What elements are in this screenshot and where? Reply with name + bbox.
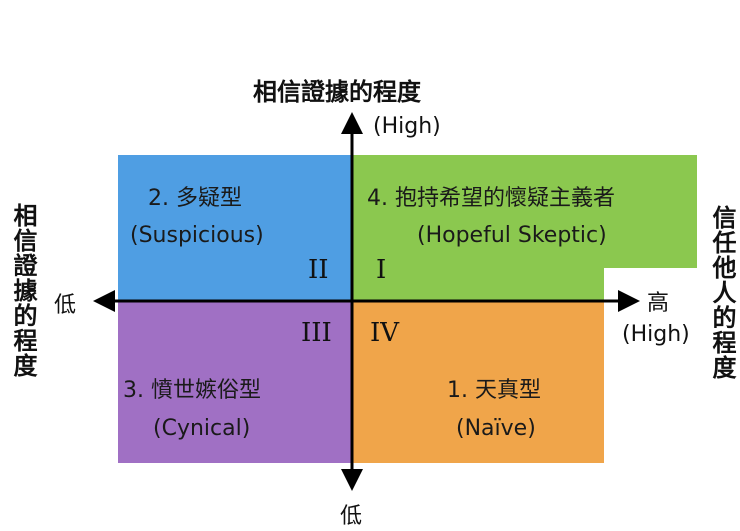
quadrant-i-numeral: I xyxy=(376,255,387,285)
x-axis-low-label: 低 xyxy=(54,293,77,318)
x-axis-high-label: 高 xyxy=(647,291,670,316)
quadrant-ii-name-en: (Suspicious) xyxy=(130,223,264,248)
arrow-right-icon xyxy=(618,290,640,312)
quadrant-ii-numeral: II xyxy=(308,255,329,285)
quadrant-ii-name: 2. 多疑型 xyxy=(148,186,242,211)
y-axis-title: 相信證據的程度 xyxy=(253,78,421,106)
x-axis-high-label-en: (High) xyxy=(622,322,690,347)
quadrant-iii-name-en: (Cynical) xyxy=(153,416,251,441)
quadrant-i-name: 4. 抱持希望的懷疑主義者 xyxy=(367,186,615,211)
y-axis-high-label: (High) xyxy=(373,114,441,139)
quadrant-iv-numeral: IV xyxy=(370,318,400,348)
quadrant-i-hopeful-skeptic-lower xyxy=(352,267,604,301)
arrow-down-icon xyxy=(341,469,363,491)
arrow-up-icon xyxy=(341,112,363,134)
right-axis-title: 信任他人的程度 xyxy=(708,205,736,380)
quadrant-i-name-en: (Hopeful Skeptic) xyxy=(417,223,607,248)
arrow-left-icon xyxy=(93,290,115,312)
left-axis-title: 相信證據的程度 xyxy=(9,203,37,378)
quadrant-iii-cynical xyxy=(118,301,352,463)
quadrant-iv-name: 1. 天真型 xyxy=(447,378,541,403)
y-axis-low-label: 低 xyxy=(340,504,363,529)
quadrant-iv-naive xyxy=(352,301,604,463)
quadrant-iii-name: 3. 憤世嫉俗型 xyxy=(123,378,261,403)
vertical-axis xyxy=(341,112,363,491)
horizontal-axis xyxy=(93,290,640,312)
quadrant-iv-name-en: (Naïve) xyxy=(456,416,536,441)
quadrant-i-hopeful-skeptic xyxy=(352,155,697,268)
quadrant-ii-suspicious xyxy=(118,155,352,301)
quadrant-iii-numeral: III xyxy=(301,318,332,348)
